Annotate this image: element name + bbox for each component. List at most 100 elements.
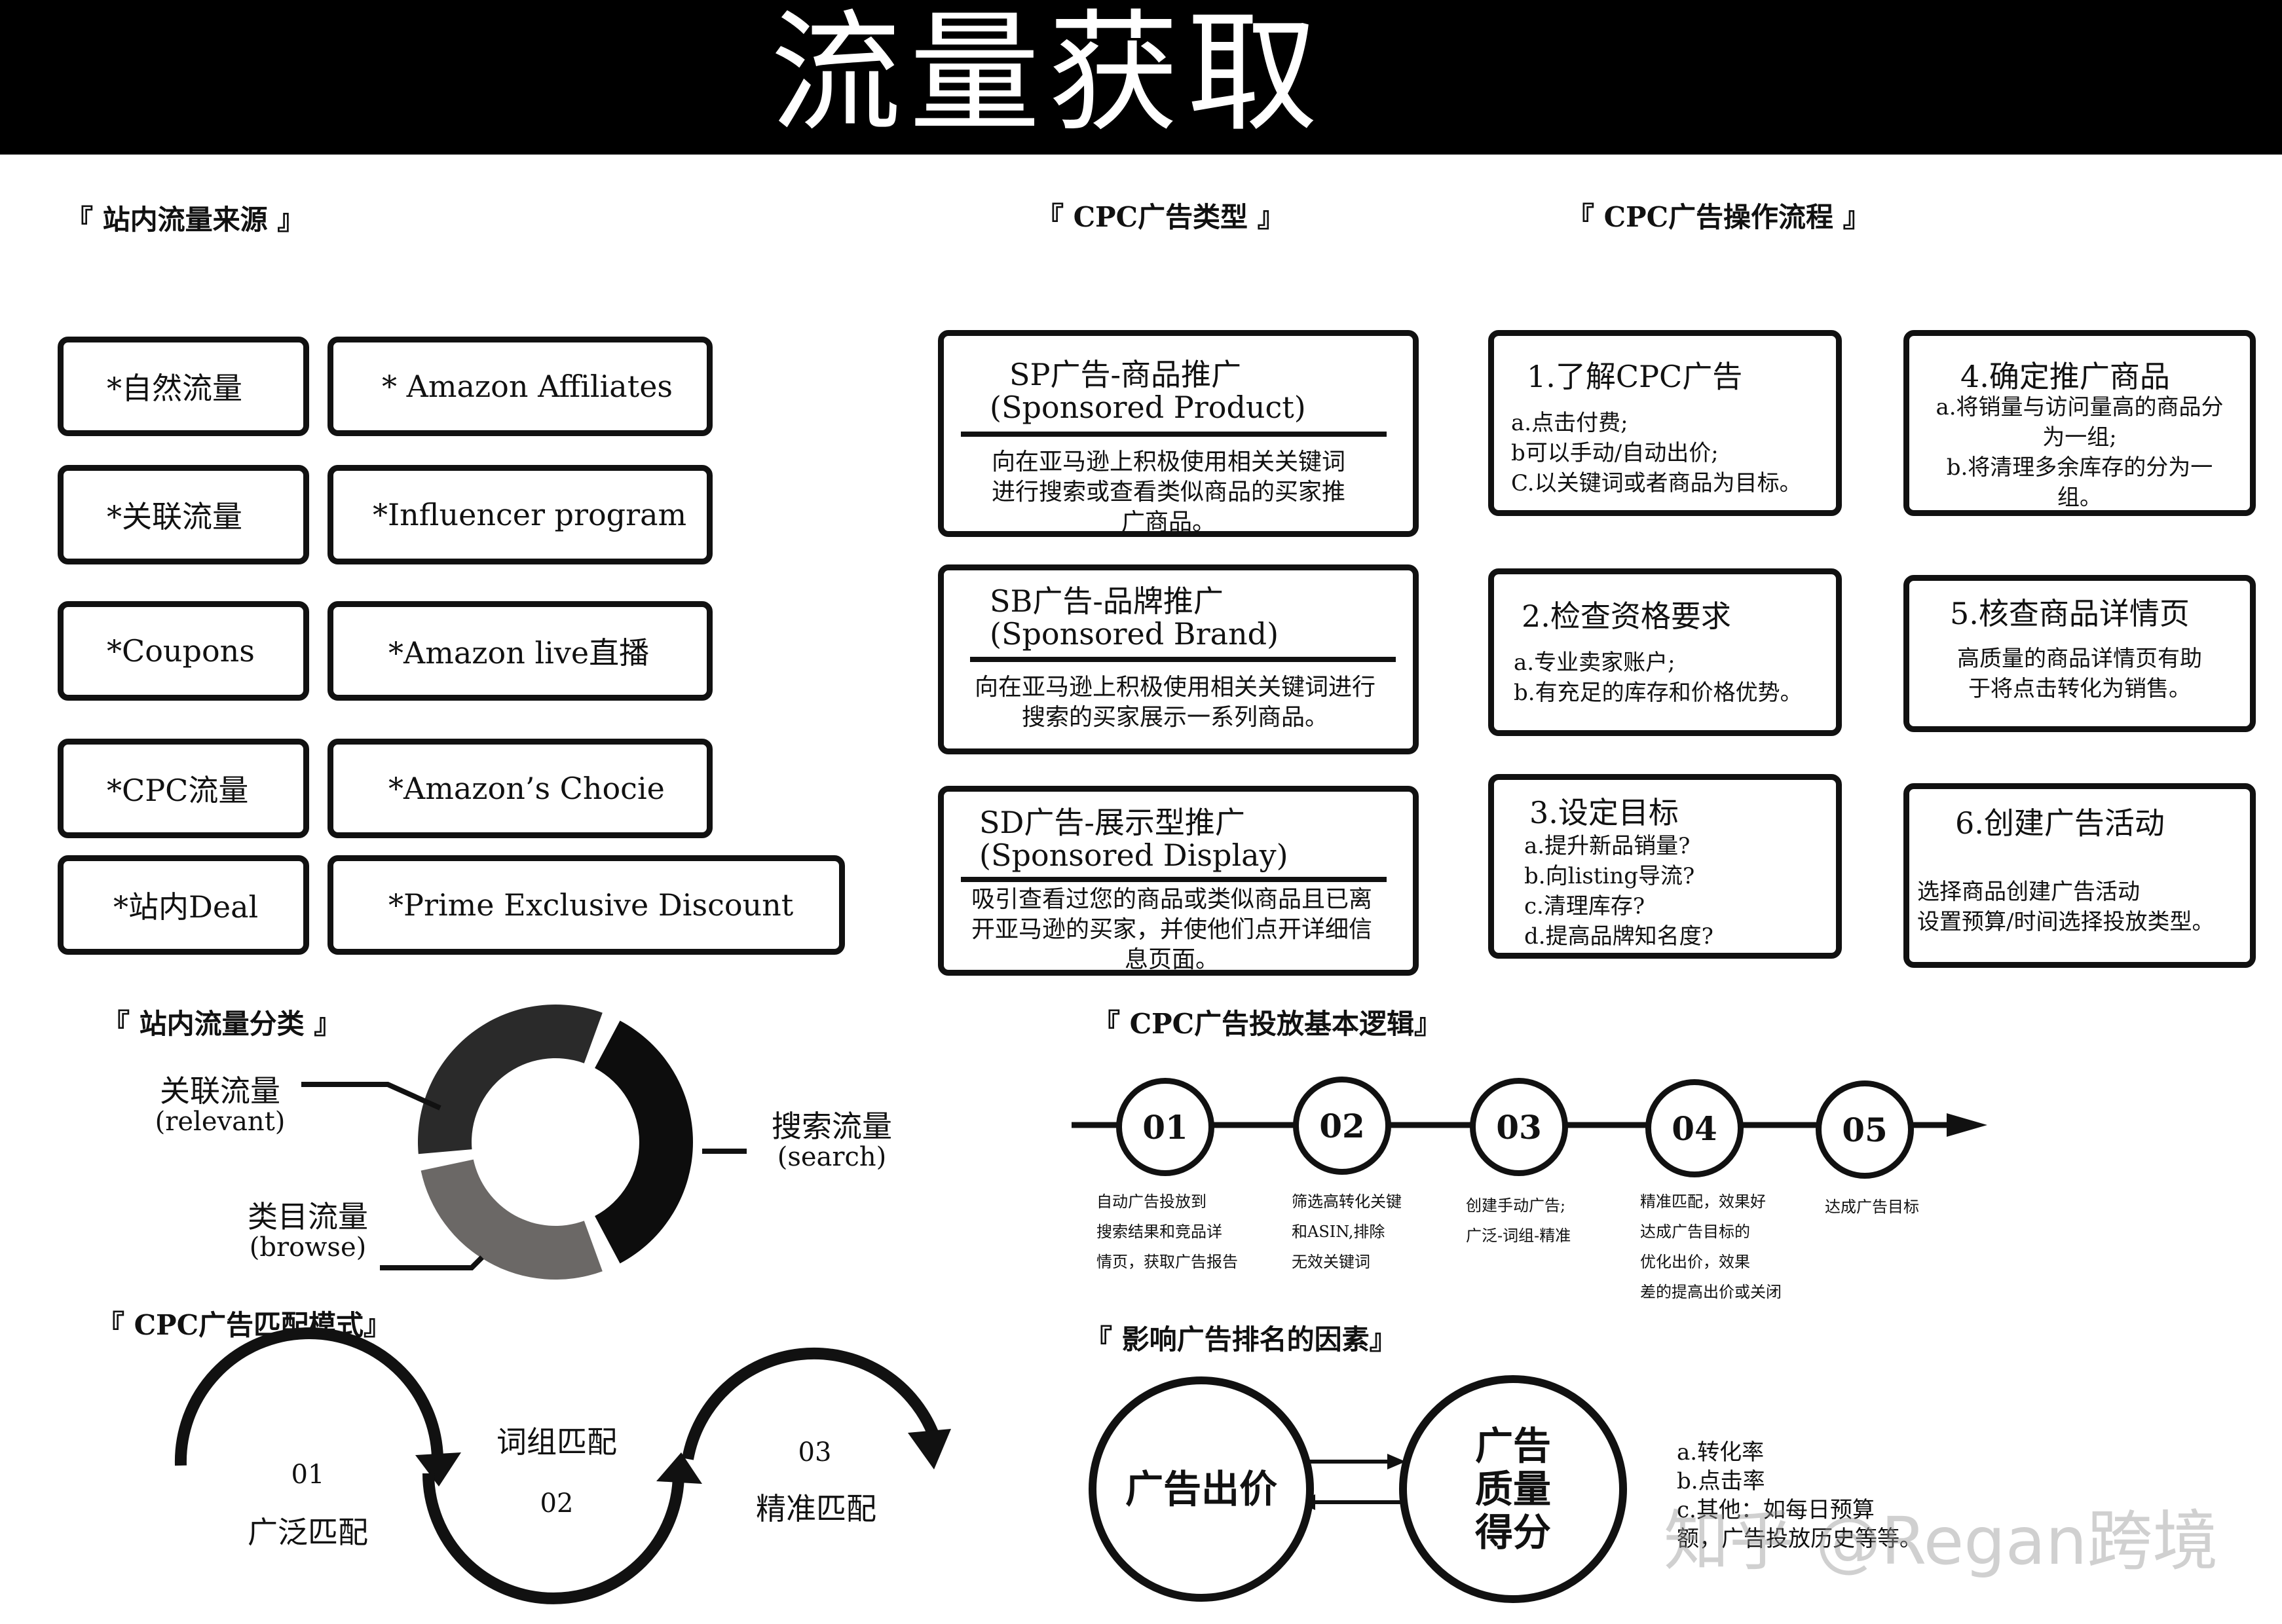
process-step-6: 6.创建广告活动 选择商品创建广告活动 设置预算/时间选择投放类型。 [1903,783,2256,968]
match-name-phrase: 词组匹配 [496,1424,617,1460]
step-title: 2.检查资格要求 [1522,599,1731,634]
logic-node-01: 01 [1116,1078,1214,1176]
step-title: 6.创建广告活动 [1955,805,2165,841]
category-en: (relevant) [155,1107,286,1137]
ad-type-title: SB广告-品牌推广 [990,583,1224,619]
watermark: 知乎 @Regan跨境 [1664,1503,2218,1579]
donut-segment-relevant [418,1005,603,1154]
category-en: (search) [777,1142,887,1172]
source-label: * Amazon Affiliates [382,369,673,404]
category-en: (browse) [249,1232,367,1263]
step-line: b.将清理多余库存的分为一组。 [1946,454,2213,511]
process-step-4: 4.确定推广商品 a.将销量与访问量高的商品分为一组; b.将清理多余库存的分为… [1903,330,2256,516]
step-line: a.将销量与访问量高的商品分为一组; [1936,394,2224,451]
step-body: 高质量的商品详情页有助于将点击转化为销售。 [1949,644,2211,704]
step-line: d.提高品牌知名度? [1524,923,1713,950]
step-line: a.点击付费; [1511,410,1628,436]
step-line: b可以手动/自动出价; [1511,440,1719,466]
section-title-cpc-process: 『 CPC广告操作流程 』 [1567,201,1871,233]
step-line: b.有充足的库存和价格优势。 [1514,680,1803,706]
ranking-quality-line: 广告 [1474,1424,1551,1468]
logic-desc-line: 精准匹配，效果好 [1640,1192,1766,1211]
step-body: 选择商品创建广告活动 设置预算/时间选择投放类型。 [1917,877,2214,937]
source-cpc: *CPC流量 [58,739,309,838]
step-line: c.清理库存? [1524,893,1645,919]
logic-node-04: 04 [1645,1079,1744,1177]
logic-desc-02: 筛选高转化关键 和ASIN,排除 无效关键词 [1292,1187,1402,1277]
category-label-browse: 类目流量 (browse) [223,1200,393,1261]
logic-node-03: 03 [1470,1078,1568,1176]
ad-type-subtitle: (Sponsored Display) [979,838,1288,873]
source-affiliates: * Amazon Affiliates [327,337,713,436]
header-bar [0,0,2282,155]
ranking-quality-line: 质量 [1474,1467,1551,1511]
process-step-2: 2.检查资格要求 a.专业卖家账户; b.有充足的库存和价格优势。 [1488,568,1842,736]
logic-desc-line: 情页，获取广告报告 [1096,1253,1238,1271]
match-arrow-phrase [656,1452,702,1484]
match-arc-broad [174,1327,443,1466]
ad-type-desc: 向在亚马逊上积极使用相关关键词进行搜索的买家展示一系列商品。 [974,674,1375,731]
step-line: a.专业卖家账户; [1514,650,1675,676]
section-title-cpc-types: 『 CPC广告类型 』 [1036,201,1285,233]
timeline-arrow-head [1947,1113,1987,1137]
leader-line-browse [380,1255,484,1270]
ad-type-title: SP广告-商品推广 [1009,357,1242,392]
source-influencer: *Influencer program [327,465,713,564]
match-arrow-exact [908,1429,951,1469]
source-label: *Amazon’s Chocie [388,771,665,806]
source-label: *Amazon live直播 [388,635,650,671]
step-body: a.提升新品销量? b.向listing导流? c.清理库存? d.提高品牌知名… [1524,831,1713,951]
ad-type-subtitle: (Sponsored Product) [990,390,1306,425]
donut-segment-browse [421,1159,603,1280]
match-name-exact: 精准匹配 [756,1491,876,1526]
ranking-quality-line: 得分 [1474,1510,1551,1555]
process-step-1: 1.了解CPC广告 a.点击付费; b可以手动/自动出价; C.以关键词或者商品… [1488,330,1842,516]
logic-desc-line: 广泛-词组-精准 [1466,1227,1571,1245]
step-line: 高质量的商品详情页有助于将点击转化为销售。 [1957,646,2202,702]
process-step-3: 3.设定目标 a.提升新品销量? b.向listing导流? c.清理库存? d… [1488,774,1842,959]
step-title: 1.了解CPC广告 [1527,359,1743,394]
match-num-exact: 03 [798,1437,832,1467]
ranking-circle-quality: 广告 质量 得分 [1399,1375,1627,1603]
step-line: b.向listing导流? [1524,863,1695,889]
logic-desc-line: 达成广告目标的 [1640,1223,1750,1241]
process-step-5: 5.核查商品详情页 高质量的商品详情页有助于将点击转化为销售。 [1903,575,2256,732]
ranking-quality-label: 广告 质量 得分 [1475,1424,1551,1554]
source-natural: *自然流量 [58,337,309,436]
step-body: a.点击付费; b可以手动/自动出价; C.以关键词或者商品为目标。 [1511,408,1802,498]
match-num-phrase: 02 [540,1488,574,1519]
logic-desc-line: 创建手动广告; [1466,1196,1566,1215]
step-line: 选择商品创建广告活动 [1917,879,2140,905]
logic-desc-line: 达成广告目标 [1825,1198,1919,1216]
logic-desc-05: 达成广告目标 [1825,1192,1919,1222]
match-arc-phrase [422,1473,684,1604]
page-title: 流量获取 [770,0,1326,150]
ad-type-divider [961,877,1387,882]
source-label: *自然流量 [107,371,242,406]
ranking-arrowhead-right [1387,1454,1406,1469]
match-num-broad: 01 [291,1460,325,1490]
section-title-categories: 『 站内流量分类 』 [102,1008,342,1040]
source-amazon-live: *Amazon live直播 [327,601,713,701]
source-label: *站内Deal [113,889,259,925]
match-arrow-broad [415,1452,461,1486]
source-label: *Prime Exclusive Discount [388,887,794,923]
source-label: *关联流量 [107,499,242,534]
ad-type-sp: SP广告-商品推广 (Sponsored Product) 向在亚马逊上积极使用… [938,330,1419,537]
logic-desc-line: 和ASIN,排除 [1292,1223,1385,1241]
category-cn: 搜索流量 [772,1109,892,1144]
step-title: 3.设定目标 [1529,795,1679,830]
donut-chart [418,1005,693,1280]
donut-segment-search [595,1020,693,1264]
logic-desc-01: 自动广告投放到 搜索结果和竞品详 情页，获取广告报告 [1096,1187,1238,1277]
step-title: 5.核查商品详情页 [1950,596,2190,631]
match-arc-exact [682,1347,939,1460]
ad-type-divider [961,432,1387,437]
logic-desc-line: 优化出价，效果 [1640,1253,1750,1271]
section-title-logic: 『 CPC广告投放基本逻辑』 [1093,1008,1442,1040]
logic-node-02: 02 [1293,1077,1391,1175]
ad-type-sb: SB广告-品牌推广 (Sponsored Brand) 向在亚马逊上积极使用相关… [938,564,1419,754]
logic-desc-line: 差的提高出价或关闭 [1640,1283,1782,1301]
ad-type-divider [970,657,1396,662]
ranking-factor: b.点击率 [1677,1468,1765,1494]
